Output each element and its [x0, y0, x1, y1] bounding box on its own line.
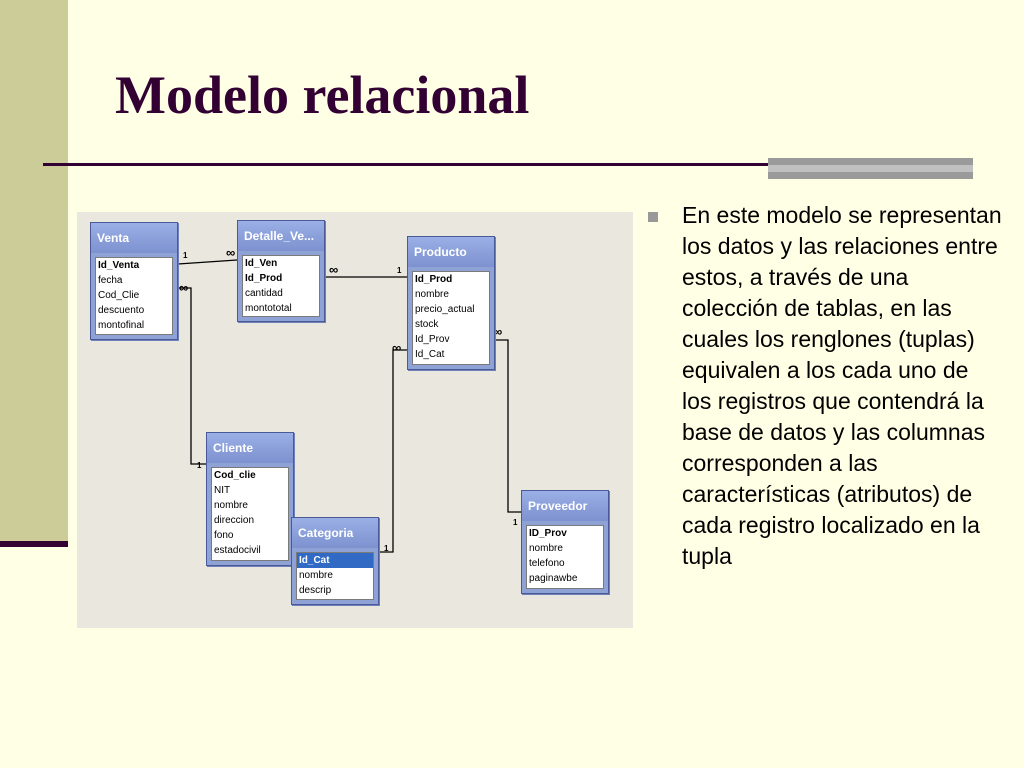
table-detalle-venta-title: Detalle_Ve...	[238, 221, 324, 251]
field-precio-actual[interactable]: precio_actual	[415, 304, 475, 315]
field-direccion[interactable]: direccion	[214, 515, 255, 526]
left-accent-band-edge	[0, 541, 68, 547]
field-id-prod[interactable]: Id_Prod	[415, 274, 453, 285]
table-venta[interactable]: Venta Id_Venta fecha Cod_Clie descuento …	[90, 222, 178, 340]
relationship-lines: 1 ∞ ∞ 1 ∞ 1 ∞ 1 ∞ 1	[177, 245, 521, 553]
bullet-square-icon	[648, 212, 658, 222]
slide-title: Modelo relacional	[115, 65, 530, 125]
field-id-venta[interactable]: Id_Venta	[98, 260, 140, 271]
table-categoria[interactable]: Categoria Id_Cat nombre descrip	[291, 517, 379, 605]
rel-4-label-a: ∞	[493, 324, 502, 339]
table-proveedor-title: Proveedor	[522, 491, 608, 521]
field-id-prod[interactable]: Id_Prod	[245, 273, 283, 284]
field-montofinal[interactable]: montofinal	[98, 320, 145, 331]
table-categoria-title: Categoria	[292, 518, 378, 548]
field-id-cat[interactable]: Id_Cat	[297, 553, 373, 568]
table-cliente-title: Cliente	[207, 433, 293, 463]
field-montototal[interactable]: montototal	[245, 303, 292, 314]
rel-5-label-b: 1	[384, 544, 389, 553]
relational-diagram: 1 ∞ ∞ 1 ∞ 1 ∞ 1 ∞ 1 Venta Id_Venta fecha…	[77, 212, 633, 628]
left-accent-band	[0, 0, 68, 547]
rel-3-label-b: 1	[197, 461, 202, 470]
field-nombre[interactable]: nombre	[529, 543, 563, 554]
field-paginawbe[interactable]: paginawbe	[529, 573, 578, 584]
field-estadocivil[interactable]: estadocivil	[214, 545, 261, 556]
field-id-prov[interactable]: Id_Prov	[415, 334, 450, 345]
rel-2-label-b: 1	[397, 266, 402, 275]
field-stock[interactable]: stock	[415, 319, 439, 330]
field-nit[interactable]: NIT	[214, 485, 231, 496]
table-cliente[interactable]: Cliente Cod_clie NIT nombre direccion fo…	[206, 432, 294, 566]
table-proveedor[interactable]: Proveedor ID_Prov nombre telefono pagina…	[521, 490, 609, 594]
field-fono[interactable]: fono	[214, 530, 234, 541]
title-rule	[43, 163, 773, 166]
field-id-prov[interactable]: ID_Prov	[529, 528, 567, 539]
field-descuento[interactable]: descuento	[98, 305, 145, 316]
field-fecha[interactable]: fecha	[98, 275, 123, 286]
field-cod-clie[interactable]: Cod_clie	[214, 470, 256, 481]
rel-1-label-a: 1	[183, 251, 188, 260]
field-id-cat[interactable]: Id_Cat	[415, 349, 445, 360]
field-cantidad[interactable]: cantidad	[245, 288, 283, 299]
rel-5-label-a: ∞	[392, 340, 401, 355]
rel-1-label-b: ∞	[226, 245, 235, 260]
rel-4-label-b: 1	[513, 518, 518, 527]
table-detalle-venta[interactable]: Detalle_Ve... Id_Ven Id_Prod cantidad mo…	[237, 220, 325, 322]
field-nombre[interactable]: nombre	[415, 289, 449, 300]
field-cod-clie[interactable]: Cod_Clie	[98, 290, 140, 301]
table-producto[interactable]: Producto Id_Prod nombre precio_actual st…	[407, 236, 495, 370]
field-telefono[interactable]: telefono	[529, 558, 565, 569]
field-descrip[interactable]: descrip	[299, 585, 332, 596]
table-producto-title: Producto	[408, 237, 494, 267]
rel-2-label-a: ∞	[329, 262, 338, 277]
field-id-ven[interactable]: Id_Ven	[245, 258, 278, 269]
bullet-text: En este modelo se representan los datos …	[682, 202, 1002, 569]
table-venta-title: Venta	[91, 223, 177, 253]
title-rule-bar	[768, 158, 973, 179]
field-nombre[interactable]: nombre	[214, 500, 248, 511]
field-nombre[interactable]: nombre	[299, 570, 333, 581]
rel-3-label-a: ∞	[179, 280, 188, 295]
